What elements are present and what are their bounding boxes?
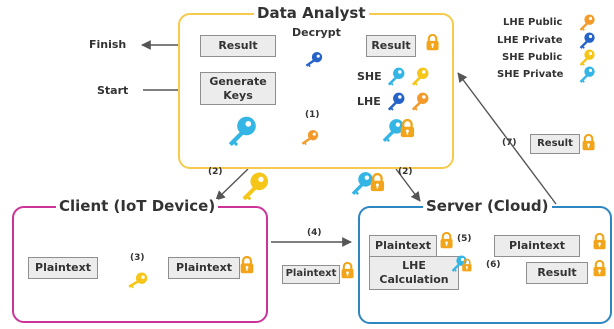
legend-label-lhe-private: LHE Private	[497, 35, 563, 46]
lhe-calculation-box: LHE Calculation	[369, 256, 459, 290]
decrypt-label: Decrypt	[292, 26, 341, 39]
plaintext-box-server-out: Plaintext	[494, 235, 580, 257]
generate-keys-box: Generate Keys	[200, 72, 276, 105]
key-icon	[579, 49, 595, 66]
step-7-label: (7)	[502, 138, 517, 148]
result-box-cloud: Result	[530, 134, 580, 154]
lock-icon	[341, 261, 354, 279]
start-label: Start	[97, 84, 129, 97]
server-title: Server (Cloud)	[423, 199, 552, 214]
key-icon	[387, 92, 405, 111]
plaintext-box-server-in: Plaintext	[369, 235, 437, 257]
legend-label-lhe-public: LHE Public	[503, 17, 563, 28]
key-icon	[411, 92, 429, 111]
step-1-label: (1)	[305, 110, 320, 120]
lock-icon	[370, 172, 385, 192]
she-label: SHE	[357, 70, 382, 83]
key-icon	[351, 172, 373, 195]
key-icon	[305, 51, 323, 68]
lock-icon	[462, 258, 472, 272]
key-icon	[128, 272, 148, 289]
lock-icon	[240, 255, 254, 274]
result-box-server: Result	[526, 262, 588, 284]
step-3-label: (3)	[130, 253, 145, 263]
key-icon	[387, 67, 405, 86]
plaintext-box-transit: Plaintext	[282, 265, 340, 284]
step-6-label: (6)	[486, 260, 501, 270]
lhe-label: LHE	[357, 95, 381, 108]
step-2-right-label: (2)	[398, 167, 413, 177]
step-5-label: (5)	[457, 234, 472, 244]
step-4-label: (4)	[307, 228, 322, 238]
data-analyst-title: Data Analyst	[254, 6, 369, 21]
lock-icon	[440, 231, 453, 249]
lock-icon	[593, 232, 606, 250]
step-2-left-label: (2)	[208, 167, 223, 177]
key-icon	[242, 172, 269, 201]
key-icon	[579, 32, 595, 49]
result-box-decrypted: Result	[200, 35, 276, 57]
arrow-step2-left	[215, 168, 249, 201]
key-icon	[579, 14, 595, 31]
legend-label-she-private: SHE Private	[497, 69, 564, 80]
lock-icon	[593, 259, 606, 277]
key-icon	[228, 116, 256, 147]
plaintext-box-raw: Plaintext	[28, 257, 98, 279]
plaintext-box-encrypted: Plaintext	[168, 257, 240, 279]
key-icon	[382, 119, 404, 142]
legend-label-she-public: SHE Public	[502, 52, 563, 63]
result-box-encrypted: Result	[366, 35, 416, 57]
key-icon	[301, 129, 319, 146]
lock-icon	[582, 133, 595, 151]
arrow-step7	[457, 72, 557, 205]
arrow-step2-right	[395, 168, 421, 202]
lock-icon	[400, 118, 415, 138]
key-icon	[579, 66, 595, 83]
lock-icon	[426, 33, 439, 51]
key-icon	[411, 67, 429, 86]
finish-label: Finish	[89, 38, 127, 51]
client-title: Client (IoT Device)	[56, 199, 219, 214]
